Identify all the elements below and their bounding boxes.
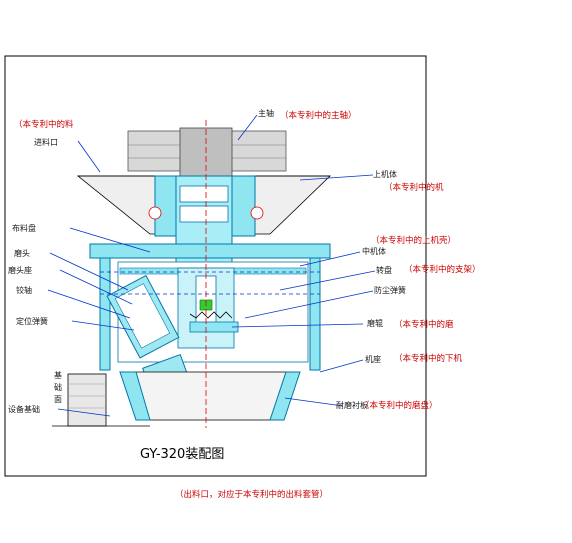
annotation-upper-shell: （本专利中的上机壳）	[371, 235, 456, 246]
turntable-label: 转盘	[376, 265, 392, 275]
annotation-lower-machine: （本专利中的下机	[394, 353, 463, 364]
annotation-grinding-disc: （本专利中的磨盘）	[361, 400, 438, 411]
grinding-head-label: 磨头	[14, 248, 30, 258]
middle-body-label: 中机体	[362, 246, 386, 256]
frame-label: 机座	[365, 354, 381, 364]
hinge-shaft-label: 铰轴	[16, 285, 32, 295]
foundation-char-3: 面	[54, 395, 62, 404]
feed-inlet-label: 进料口	[34, 137, 58, 147]
foundation	[52, 373, 150, 427]
equipment-foundation-label: 设备基础	[8, 404, 40, 414]
bottom-note: （出料口，对应于本专利中的出料套管）	[175, 489, 328, 500]
top-hopper	[127, 127, 287, 177]
spindle-label: 主轴	[258, 108, 274, 118]
drawing-title: GY-320装配图	[140, 447, 224, 462]
turntable	[189, 321, 239, 333]
annotation-material: （本专利中的料	[14, 119, 74, 130]
distributor-plate-label: 布料盘	[12, 223, 36, 233]
positioning-spring-label: 定位弹簧	[16, 316, 48, 326]
upper-body-label: 上机体	[373, 169, 397, 179]
grinding-roller	[106, 274, 180, 359]
dust-seal-spring-label: 防尘弹簧	[374, 285, 406, 295]
foundation-char-1: 基	[54, 370, 62, 380]
leaders	[47, 114, 376, 417]
annotation-grinder: （本专利中的磨	[394, 319, 454, 330]
grinding-roller-label: 磨辊	[367, 318, 383, 328]
grinding-head-seat-label: 磨头座	[8, 265, 32, 275]
wear-liner-label: 耐磨衬板	[336, 400, 368, 410]
upper-shell	[89, 243, 331, 259]
foundation-char-2: 础	[54, 382, 62, 392]
drawing-frame	[4, 55, 427, 477]
annotation-support: （本专利中的支架）	[404, 264, 481, 275]
annotation-main-shaft: （本专利中的主轴）	[280, 110, 357, 121]
annotation-machine: （本专利中的机	[384, 182, 444, 193]
